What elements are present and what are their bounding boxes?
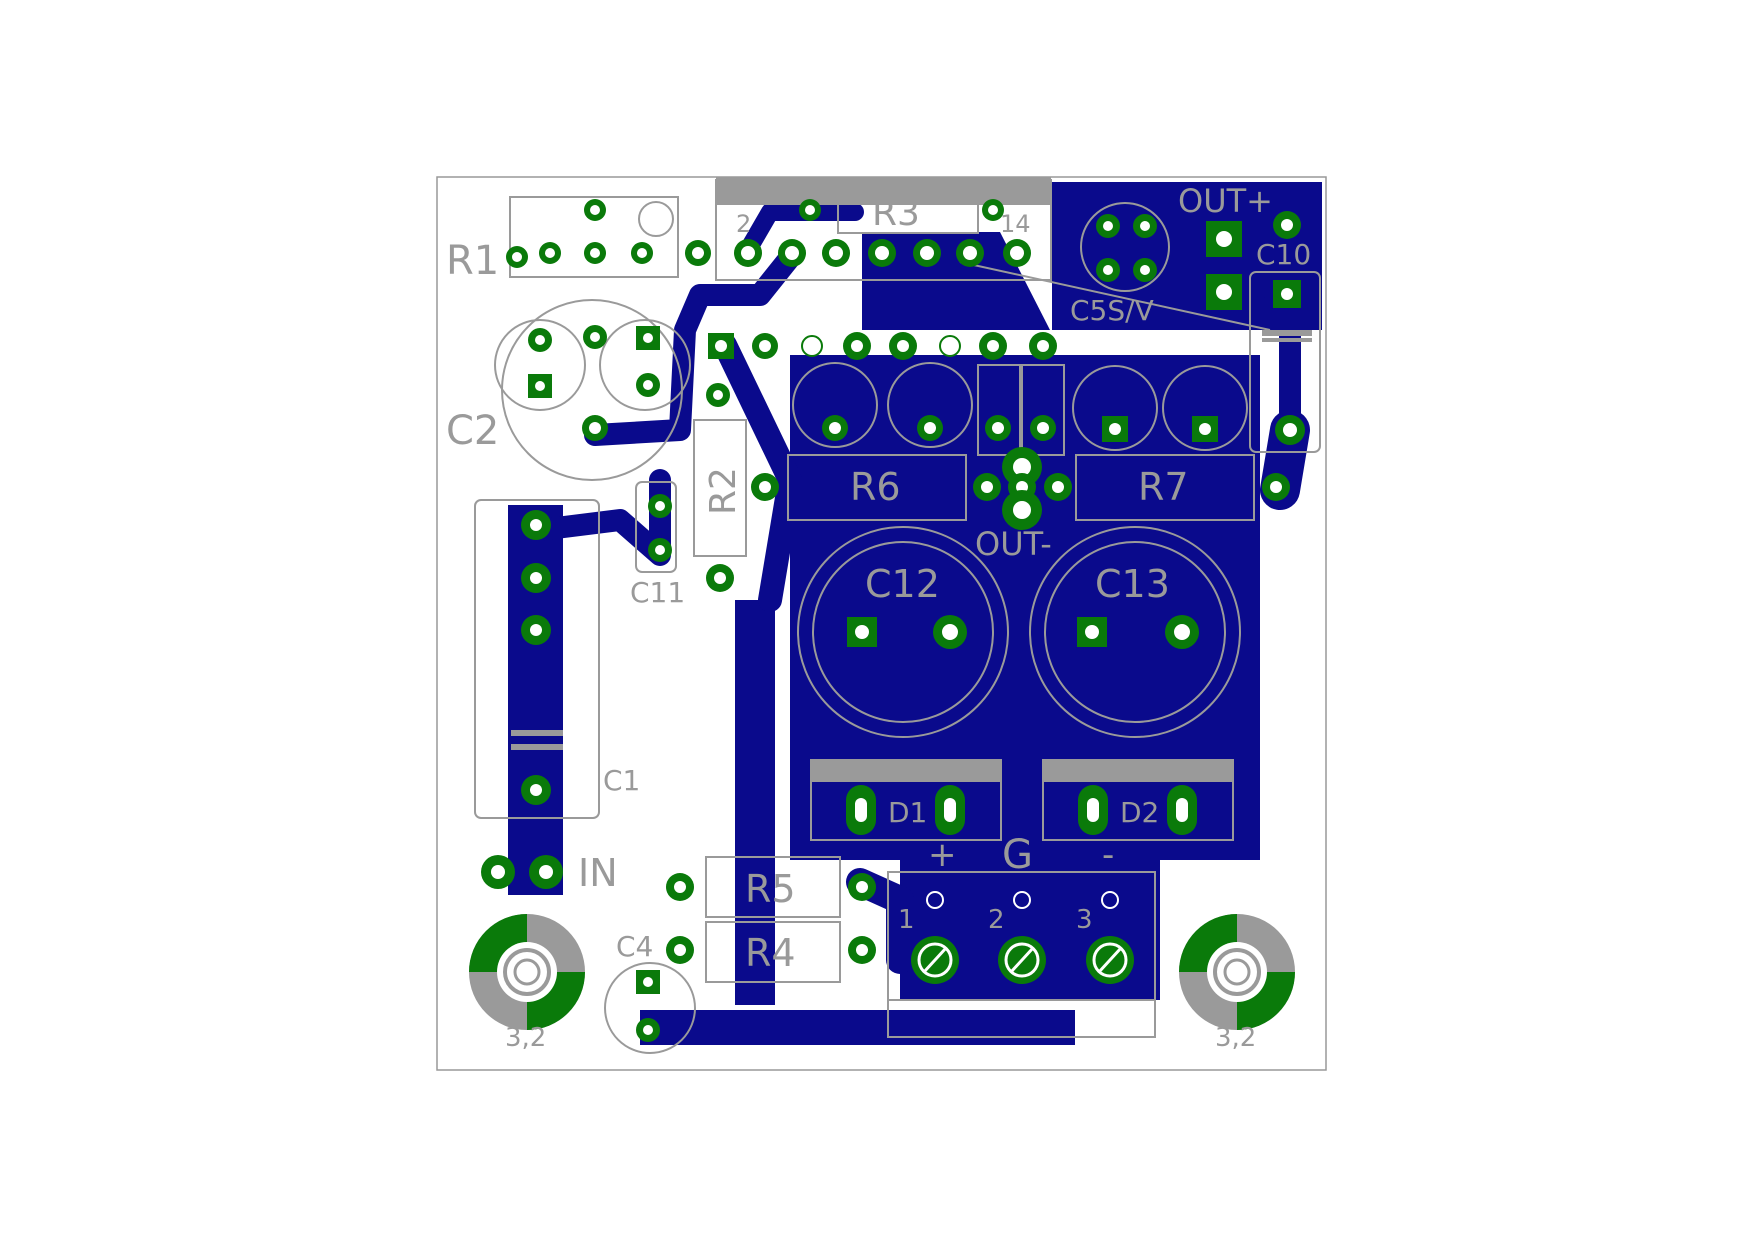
pad-group-diodes bbox=[846, 785, 1197, 835]
label-hole-left: 3,2 bbox=[505, 1023, 546, 1053]
copper-layer bbox=[508, 182, 1322, 1045]
label-d1: D1 bbox=[888, 796, 927, 829]
label-term3: 3 bbox=[1076, 905, 1093, 935]
label-plus: + bbox=[928, 835, 957, 875]
c2-sub-right bbox=[599, 319, 691, 411]
r1-outline bbox=[509, 196, 679, 278]
label-r7: R7 bbox=[1138, 465, 1189, 509]
cap-d-outline bbox=[1021, 364, 1065, 456]
d2-bar bbox=[1043, 760, 1233, 782]
d1-bar bbox=[811, 760, 1001, 782]
cap-c-outline bbox=[977, 364, 1021, 456]
label-in: IN bbox=[578, 851, 618, 895]
r6-outline bbox=[787, 454, 967, 521]
label-r6: R6 bbox=[850, 465, 901, 509]
silkscreen-layer bbox=[474, 179, 1321, 1054]
label-c13: C13 bbox=[1095, 562, 1170, 606]
pad-group-c2 bbox=[528, 325, 660, 441]
c10-bar2 bbox=[1262, 338, 1312, 342]
label-c12: C12 bbox=[865, 562, 940, 606]
r4-outline bbox=[705, 921, 841, 983]
c13-inner bbox=[1044, 541, 1226, 723]
label-c4: C4 bbox=[616, 930, 653, 963]
pad-group-r6-r7 bbox=[751, 447, 1290, 530]
mounting-hole-right bbox=[1179, 914, 1295, 1030]
label-g: G bbox=[1002, 832, 1033, 878]
pad-group-c5 bbox=[1096, 211, 1305, 445]
pad-group-c12-c13 bbox=[847, 615, 1199, 649]
pad-group-terminal bbox=[911, 891, 1134, 984]
c1-bar2 bbox=[511, 744, 563, 750]
cap-e-outline bbox=[1072, 365, 1158, 451]
mounting-hole-left bbox=[469, 914, 585, 1030]
c10-bar bbox=[1262, 330, 1312, 336]
silk-labels: R1 C2 C1 IN C11 R2 R3 2 14 C5S/V OUT+ C1… bbox=[446, 182, 1311, 1053]
label-r3: R3 bbox=[872, 193, 920, 234]
c2-sub-left bbox=[494, 319, 586, 411]
label-c10: C10 bbox=[1256, 238, 1311, 271]
c5-outline bbox=[1080, 202, 1170, 292]
label-hole-right: 3,2 bbox=[1215, 1023, 1256, 1053]
label-term1: 1 bbox=[898, 905, 915, 935]
cap-a-outline bbox=[792, 362, 878, 448]
label-c2: C2 bbox=[446, 408, 499, 454]
trace-ic-down bbox=[584, 244, 803, 446]
cap-b-outline bbox=[887, 362, 973, 448]
label-d2: D2 bbox=[1120, 796, 1159, 829]
c10-outline bbox=[1249, 271, 1321, 453]
label-ic-pin14: 14 bbox=[1000, 210, 1031, 238]
r5-outline bbox=[705, 856, 841, 918]
pad-group-c1 bbox=[481, 510, 563, 889]
pad-group-r1 bbox=[506, 199, 711, 268]
label-r1: R1 bbox=[446, 238, 499, 284]
cap-f-outline bbox=[1162, 365, 1248, 451]
label-r4: R4 bbox=[745, 931, 796, 975]
c13-outline bbox=[1029, 526, 1241, 738]
c12-outline bbox=[797, 526, 1009, 738]
r2-outline bbox=[693, 419, 747, 557]
c1-outline bbox=[474, 499, 600, 819]
label-r5: R5 bbox=[745, 867, 796, 911]
silk-link-c10 bbox=[959, 261, 1271, 331]
r1-knob bbox=[638, 201, 674, 237]
pad-group-left-mid bbox=[636, 494, 876, 1042]
label-r2: R2 bbox=[703, 467, 744, 515]
pad-group-ic bbox=[734, 199, 1031, 267]
r7-outline bbox=[1075, 454, 1255, 521]
c1-bar bbox=[511, 730, 563, 736]
pad-group-small-caps bbox=[822, 415, 1218, 442]
label-out-plus: OUT+ bbox=[1178, 182, 1273, 220]
pad-group-mid-row bbox=[706, 332, 1057, 407]
copper-strip-vertical bbox=[735, 600, 775, 1005]
label-minus: - bbox=[1102, 835, 1114, 875]
label-c5: C5S/V bbox=[1070, 294, 1154, 327]
label-out-minus: OUT- bbox=[975, 525, 1052, 563]
pads bbox=[481, 199, 1305, 1042]
copper-strip-bottom bbox=[640, 1010, 1075, 1045]
c12-inner bbox=[812, 541, 994, 723]
trace-ic-left bbox=[739, 203, 864, 259]
terminal-outline bbox=[887, 871, 1156, 1038]
copper-pour-main bbox=[790, 355, 1260, 860]
c11-outline bbox=[635, 481, 677, 573]
label-ic-pin2: 2 bbox=[736, 210, 751, 238]
trace-r2-diag bbox=[713, 333, 802, 612]
label-c11: C11 bbox=[630, 576, 685, 609]
label-c1: C1 bbox=[603, 764, 640, 797]
c4-outline bbox=[604, 962, 696, 1054]
label-term2: 2 bbox=[988, 905, 1005, 935]
